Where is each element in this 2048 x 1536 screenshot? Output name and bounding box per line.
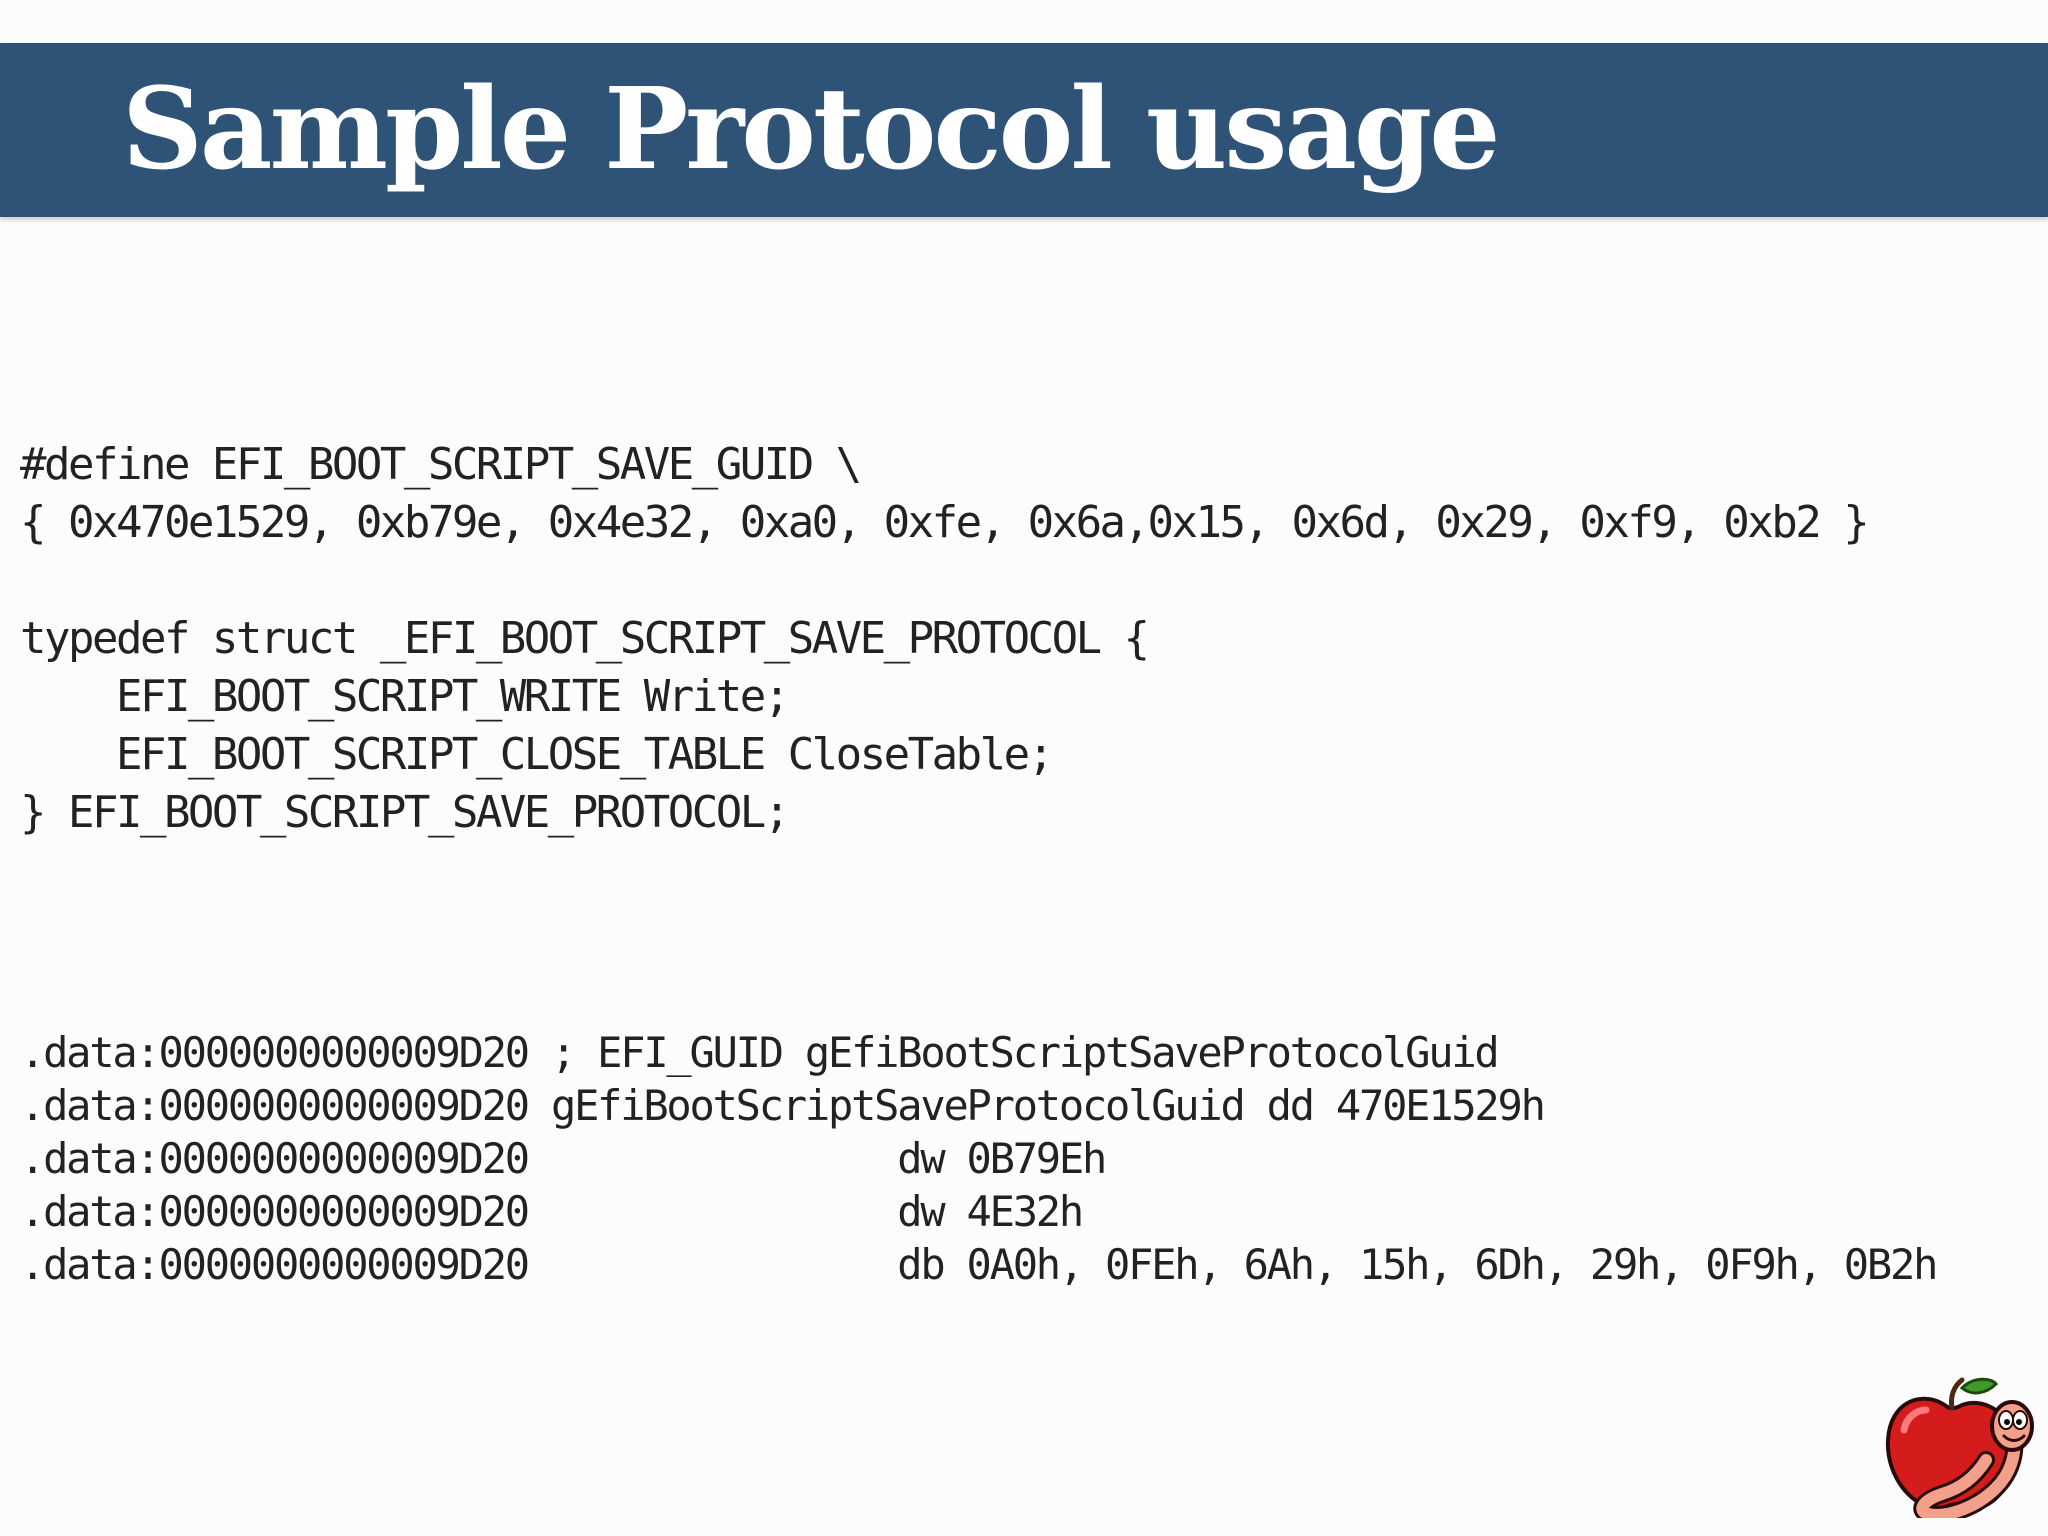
code-line: .data:0000000000009D20 db 0A0h, 0FEh, 6A… — [20, 1240, 1938, 1289]
code-line: .data:0000000000009D20 gEfiBootScriptSav… — [20, 1081, 1546, 1130]
asm-code-block: .data:0000000000009D20 ; EFI_GUID gEfiBo… — [20, 1026, 1938, 1291]
code-line: .data:0000000000009D20 ; EFI_GUID gEfiBo… — [20, 1028, 1500, 1077]
title-bar: Sample Protocol usage — [0, 43, 2048, 217]
slide-title: Sample Protocol usage — [122, 64, 1500, 195]
code-line: { 0x470e1529, 0xb79e, 0x4e32, 0xa0, 0xfe… — [20, 497, 1870, 548]
code-line: #define EFI_BOOT_SCRIPT_SAVE_GUID \ — [20, 439, 862, 490]
apple-worm-mascot-icon — [1885, 1377, 2034, 1518]
code-line: EFI_BOOT_SCRIPT_CLOSE_TABLE CloseTable; — [20, 729, 1054, 780]
code-line: .data:0000000000009D20 dw 4E32h — [20, 1187, 1084, 1236]
code-line: .data:0000000000009D20 dw 0B79Eh — [20, 1134, 1107, 1183]
code-line: EFI_BOOT_SCRIPT_WRITE Write; — [20, 671, 790, 722]
code-line: } EFI_BOOT_SCRIPT_SAVE_PROTOCOL; — [20, 787, 790, 838]
code-line: typedef struct _EFI_BOOT_SCRIPT_SAVE_PRO… — [20, 613, 1150, 664]
code-line — [20, 552, 1867, 610]
c-code-block: #define EFI_BOOT_SCRIPT_SAVE_GUID \ { 0x4… — [20, 436, 1870, 842]
